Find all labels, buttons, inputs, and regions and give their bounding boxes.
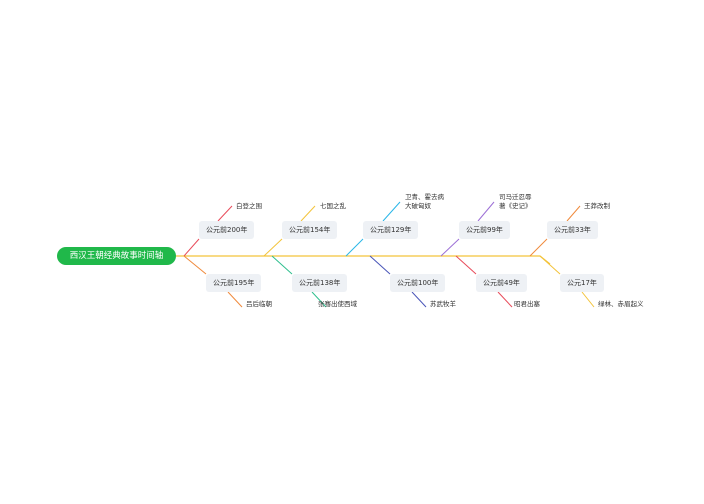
upper-branch-line [529,238,548,257]
event-label[interactable]: 吕后临朝 [246,300,272,309]
event-label-line: 卫青、霍去病 [405,193,444,201]
date-node[interactable]: 公元前100年 [390,274,446,292]
timeline-spine [176,255,551,265]
upper-leaf-line [217,205,233,222]
lower-branch-line [539,255,561,275]
event-label-line: 王莽改制 [584,202,610,210]
date-node[interactable]: 公元前138年 [292,274,348,292]
event-label[interactable]: 苏武牧羊 [430,300,456,309]
event-label[interactable]: 白登之围 [236,202,262,211]
root-topic[interactable]: 西汉王朝经典故事时间轴 [57,247,176,265]
event-label[interactable]: 王莽改制 [584,202,610,211]
event-label-line: 七国之乱 [320,202,346,210]
event-label[interactable]: 七国之乱 [320,202,346,211]
lower-leaf-line [411,291,427,308]
date-node[interactable]: 公元17年 [560,274,604,292]
event-label-line: 著《史记》 [499,202,532,210]
upper-leaf-line [382,201,401,222]
date-node[interactable]: 公元前33年 [547,221,598,239]
event-label-line: 苏武牧羊 [430,300,456,308]
date-node[interactable]: 公元前200年 [199,221,255,239]
lower-branch-line [455,255,477,275]
event-label-line: 吕后临朝 [246,300,272,308]
lower-leaf-line [311,291,327,308]
event-label-line: 白登之围 [236,202,262,210]
lower-branch-line [369,255,391,275]
lower-leaf-line [227,291,243,308]
event-label[interactable]: 绿林、赤眉起义 [598,300,644,309]
upper-branch-line [345,238,364,257]
date-node[interactable]: 公元前129年 [363,221,419,239]
date-node[interactable]: 公元前99年 [459,221,510,239]
event-label-line: 绿林、赤眉起义 [598,300,644,308]
event-label[interactable]: 司马迁忍辱著《史记》 [499,193,532,211]
event-label-line: 大破匈奴 [405,202,431,210]
date-node[interactable]: 公元前49年 [476,274,527,292]
upper-leaf-line [566,205,581,222]
lower-leaf-line [497,291,513,308]
lower-branch-line [183,255,207,275]
date-node[interactable]: 公元前195年 [206,274,262,292]
lower-leaf-line [581,291,595,308]
date-node[interactable]: 公元前154年 [282,221,338,239]
lower-branch-line [271,255,293,275]
upper-leaf-line [477,201,495,222]
event-label-line: 昭君出塞 [514,300,540,308]
upper-branch-line [440,238,460,257]
upper-branch-line [263,238,283,257]
event-label[interactable]: 卫青、霍去病大破匈奴 [405,193,444,211]
upper-leaf-line [300,205,316,222]
upper-branch-line [183,238,200,257]
event-label-line: 司马迁忍辱 [499,193,532,201]
event-label[interactable]: 张骞出使西域 [318,300,357,309]
event-label-line: 张骞出使西域 [318,300,357,308]
event-label[interactable]: 昭君出塞 [514,300,540,309]
